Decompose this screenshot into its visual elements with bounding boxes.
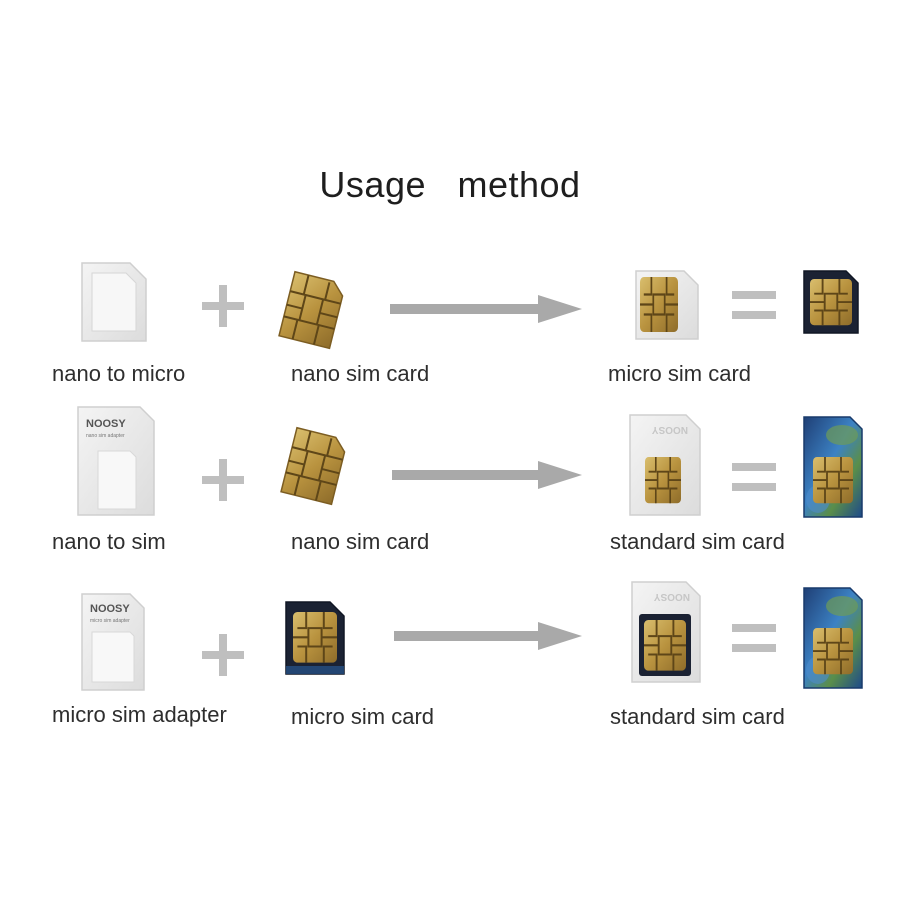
usage-row-nano-to-sim: NOOSY nano sim adapter NOOSY [0, 405, 900, 555]
standard-sim-in-adapter-icon: NOOSY [630, 580, 702, 684]
input-label: nano sim card [291, 361, 430, 386]
arrow-icon [394, 622, 582, 650]
usage-row-nano-to-micro: nano to micro nano sim card micro sim ca… [0, 255, 900, 405]
nano-sim-icon [276, 270, 348, 351]
result-label: standard sim card [610, 704, 785, 729]
input-label: micro sim card [291, 704, 435, 729]
adapter-label: nano to sim [52, 529, 166, 554]
adapter-label: micro sim adapter [52, 702, 227, 727]
input-label: nano sim card [291, 529, 430, 554]
standard-sim-in-adapter-icon: NOOSY [628, 413, 702, 517]
page-title: Usage method [319, 164, 581, 205]
adapter-brand-logo: NOOSY [90, 603, 130, 615]
micro-to-standard-adapter-icon: NOOSY micro sim adapter [80, 592, 146, 692]
micro-sim-icon [284, 600, 346, 676]
standard-sim-icon [802, 586, 864, 690]
plus-icon [202, 285, 244, 327]
arrow-icon [392, 461, 582, 489]
equals-icon [732, 624, 776, 654]
micro-sim-in-adapter-icon [634, 269, 700, 341]
nano-to-standard-adapter-icon: NOOSY nano sim adapter [76, 405, 156, 517]
arrow-icon [390, 295, 582, 323]
nano-to-micro-adapter-icon [78, 261, 148, 343]
standard-sim-icon [802, 415, 864, 519]
adapter-brand-logo: NOOSY [652, 424, 688, 435]
plus-icon [202, 634, 244, 676]
result-label: micro sim card [608, 361, 752, 386]
equals-icon [732, 463, 776, 493]
adapter-brand-text: nano sim adapter [86, 433, 125, 439]
adapter-label: nano to micro [52, 361, 186, 386]
adapter-brand-text: micro sim adapter [90, 618, 130, 624]
result-label: standard sim card [610, 529, 785, 554]
usage-row-micro-sim-adapter: NOOSY micro sim adapter NOOSY [0, 581, 900, 742]
nano-sim-icon [278, 426, 350, 507]
equals-icon [732, 291, 776, 321]
adapter-brand-logo: NOOSY [86, 418, 126, 430]
plus-icon [202, 459, 244, 501]
adapter-brand-logo: NOOSY [654, 591, 690, 602]
micro-sim-icon [802, 269, 860, 335]
